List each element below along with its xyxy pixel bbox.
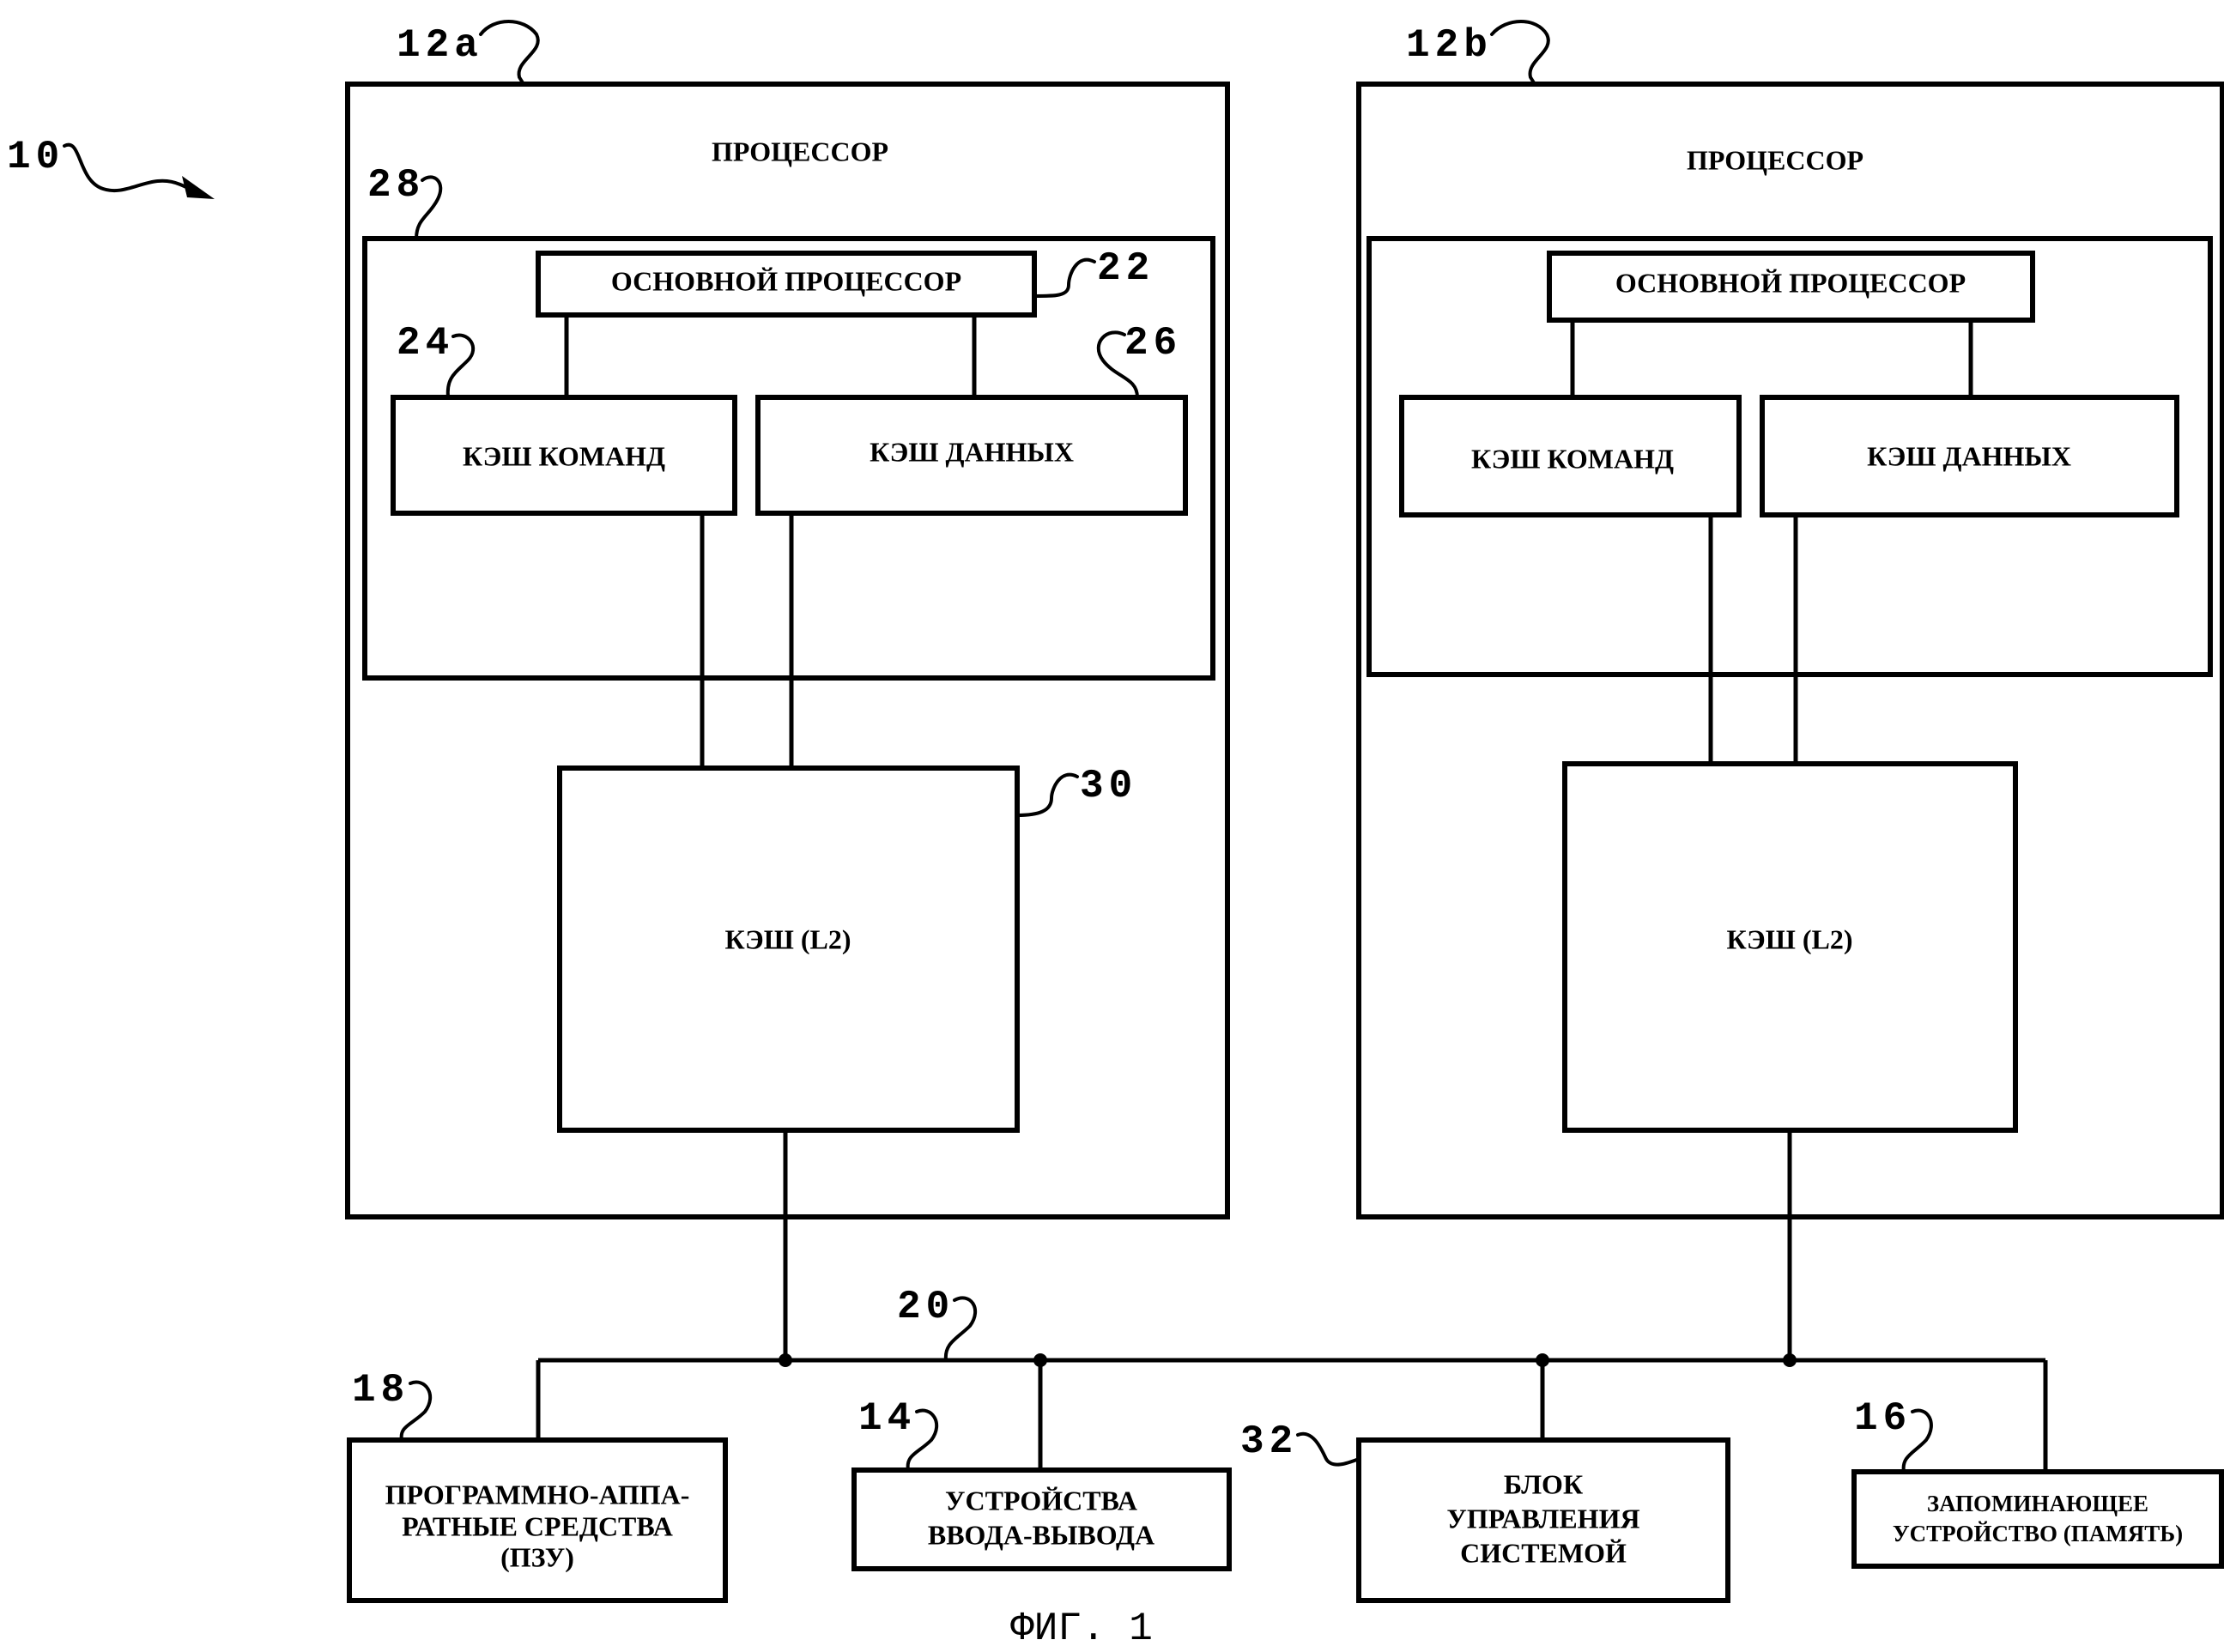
firmware-line-2: РАТНЫЕ СРЕДСТВА <box>402 1510 673 1541</box>
sysctl-block: БЛОК УПРАВЛЕНИЯ СИСТЕМОЙ 32 <box>1240 1419 1728 1601</box>
core-processor-a-ref-leader <box>1034 260 1094 296</box>
dcache-b-label: КЭШ ДАННЫХ <box>1867 440 2071 471</box>
io-ref: 14 <box>858 1396 916 1441</box>
l2-cache-a-label: КЭШ (L2) <box>724 923 851 954</box>
io-line-1: УСТРОЙСТВА <box>945 1485 1137 1516</box>
l2-cache-a-ref-leader <box>1017 775 1077 815</box>
bus-junction-l2-b <box>1783 1353 1797 1367</box>
core-processor-a-ref: 22 <box>1097 246 1154 291</box>
processor-b-ref: 12b <box>1406 23 1493 68</box>
core-group-a-ref: 28 <box>367 163 425 208</box>
l2-cache-a-ref: 30 <box>1080 764 1137 808</box>
core-processor-b-label: ОСНОВНОЙ ПРОЦЕССОР <box>1615 267 1966 298</box>
core-processor-a-label: ОСНОВНОЙ ПРОЦЕССОР <box>611 265 961 296</box>
memory-block: ЗАПОМИНАЮЩЕЕ УСТРОЙСТВО (ПАМЯТЬ) 16 <box>1854 1396 2221 1566</box>
dcache-a-ref: 26 <box>1124 321 1182 366</box>
l2-cache-b-label: КЭШ (L2) <box>1726 923 1852 954</box>
bus-ref: 20 <box>897 1285 954 1329</box>
memory-line-2: УСТРОЙСТВО (ПАМЯТЬ) <box>1893 1521 2183 1546</box>
figure-caption: ФИГ. 1 <box>1010 1607 1153 1651</box>
io-line-2: ВВОДА-ВЫВОДА <box>928 1519 1154 1550</box>
sysctl-ref-leader <box>1298 1434 1359 1465</box>
sysctl-line-1: БЛОК <box>1504 1468 1583 1499</box>
processor-b-title: ПРОЦЕССОР <box>1687 144 1863 175</box>
processor-a-ref-leader <box>481 21 538 84</box>
memory-line-1: ЗАПОМИНАЮЩЕЕ <box>1927 1491 2148 1516</box>
firmware-line-1: ПРОГРАММНО-АППА- <box>385 1479 690 1510</box>
sysctl-line-3: СИСТЕМОЙ <box>1460 1537 1627 1568</box>
sysctl-ref: 32 <box>1240 1419 1298 1464</box>
icache-a-label: КЭШ КОМАНД <box>463 440 665 471</box>
processor-a-title: ПРОЦЕССОР <box>712 136 888 166</box>
processor-a: ПРОЦЕССОР 12a 28 ОСНОВНОЙ ПРОЦЕССОР 22 К… <box>348 21 1227 1217</box>
ref-system-arrowhead <box>182 176 215 199</box>
icache-a-ref: 24 <box>397 321 454 366</box>
sysctl-line-2: УПРАВЛЕНИЯ <box>1446 1503 1639 1534</box>
ref-system-leader <box>64 145 206 196</box>
bus-junction-l2-a <box>779 1353 792 1367</box>
firmware-ref: 18 <box>352 1368 409 1413</box>
processor-b-ref-leader <box>1492 21 1548 84</box>
ref-system: 10 <box>7 135 64 179</box>
dcache-a-label: КЭШ ДАННЫХ <box>870 436 1074 467</box>
processor-b: ПРОЦЕССОР 12b ОСНОВНОЙ ПРОЦЕССОР КЭШ КОМ… <box>1359 21 2222 1217</box>
firmware-line-3: (ПЗУ) <box>500 1541 574 1572</box>
processor-a-ref: 12a <box>397 23 483 68</box>
memory-box <box>1854 1472 2221 1566</box>
icache-b-label: КЭШ КОМАНД <box>1471 443 1674 474</box>
memory-ref: 16 <box>1854 1396 1912 1441</box>
